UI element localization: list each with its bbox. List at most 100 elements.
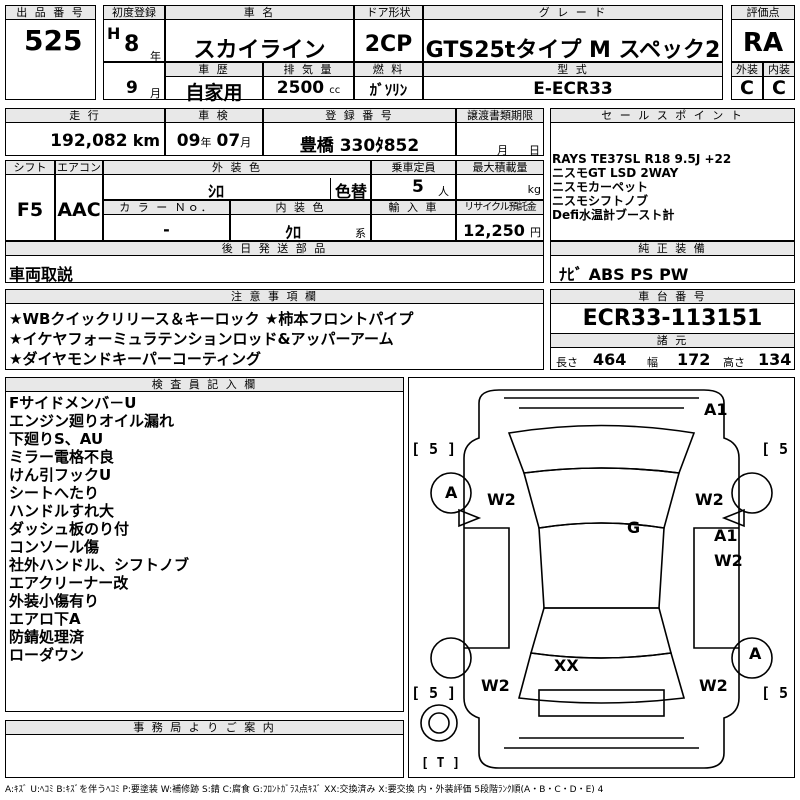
color-change: 色替	[330, 178, 367, 202]
plate-box: 登 録 番 号 豊橋 330ﾀ852	[263, 108, 456, 156]
mark-a1-right: A1	[714, 526, 738, 545]
right-door	[693, 527, 739, 649]
inspector-note-line: エアロ下A	[9, 610, 81, 628]
overall-score: RA	[742, 28, 784, 58]
mark-w2-front-right: W2	[695, 490, 724, 509]
mark-g-roof: G	[627, 518, 641, 537]
displacement-label: 排 気 量	[264, 63, 353, 77]
chassis-box: 車 台 番 号 ECR33-113151 諸 元 長さ 464 幅 172 高さ…	[550, 289, 795, 370]
mark-w2-rear-left: W2	[481, 676, 510, 695]
sales-point-item: RAYS TE37SL R18 9.5J +22	[552, 152, 732, 166]
era: H	[107, 24, 121, 43]
mirrors	[458, 508, 745, 528]
transfer-month-unit: 月	[497, 144, 508, 157]
mark-w2-right: W2	[714, 551, 743, 570]
aircon: AAC	[57, 199, 101, 221]
first-registration-box: 初度登録 H 8 年	[103, 5, 165, 63]
shift: F5	[16, 199, 44, 221]
height: 134	[758, 350, 792, 369]
mileage: 192,082	[50, 131, 128, 151]
inspector-note-line: 外装小傷有り	[9, 592, 100, 610]
year-unit: 年	[150, 50, 161, 63]
left-door	[464, 527, 510, 649]
grade-box: グ レ ー ド GTS25tタイプ M スペック2	[423, 5, 723, 63]
mark-a-rear-right: A	[749, 644, 762, 663]
inspector-label: 検 査 員 記 入 欄	[6, 378, 403, 392]
inspector-note-line: ミラー電格不良	[9, 448, 115, 466]
shift-label: シフト	[6, 161, 54, 175]
inspector-note-line: エンジン廻りオイル漏れ	[9, 412, 175, 430]
chassis-label: 車 台 番 号	[551, 290, 794, 304]
inspector-note-line: けん引フックU	[9, 466, 112, 484]
inspector-note-line: エアクリーナー改	[9, 574, 129, 592]
wheel-rl	[430, 637, 472, 679]
inspection-box: 車 検 09年 07月	[165, 108, 263, 156]
load-label: 最大積載量	[457, 161, 543, 175]
legend: A:ｷｽﾞ U:ﾍｺﾐ B:ｷｽﾞを伴うﾍｺﾐ P:要塗装 W:補修跡 S:錆 …	[5, 785, 604, 795]
color-no-box: カ ラ ー Ｎｏ． -	[103, 200, 230, 241]
spare-tire-inner	[428, 712, 450, 734]
plate-number: 豊橋 330ﾀ852	[299, 136, 420, 156]
inspection-label: 車 検	[166, 109, 262, 123]
import-box: 輸 入 車	[371, 200, 456, 241]
lot-number: 525	[24, 24, 83, 57]
chassis-number: ECR33-113151	[582, 306, 763, 331]
caution-line: ★イケヤフォーミュラテンションロッド&アッパーアーム	[9, 330, 394, 348]
load-box: 最大積載量 kg	[456, 160, 544, 200]
inspection-month-unit: 月	[240, 136, 252, 149]
displacement: 2500	[276, 78, 325, 98]
bracket-bottom-left: [ 5 ]	[411, 684, 457, 702]
recycle-label: リサイクル預託金	[457, 201, 543, 215]
specs-label: 諸 元	[551, 333, 794, 348]
first-reg-month-box: 9 月	[103, 62, 165, 100]
mark-a-front-left: A	[445, 483, 458, 502]
mileage-label: 走 行	[6, 109, 164, 123]
sales-point-item: ニスモGT LSD 2WAY	[552, 166, 679, 180]
interior-score: C	[772, 77, 786, 99]
width-label: 幅	[647, 356, 658, 369]
bracket-bottom-right: [ 5	[761, 684, 789, 702]
displacement-box: 排 気 量 2500 cc	[263, 62, 354, 100]
caution-notes: ★WBクイックリリース＆キーロック ★柿本フロントパイプ★イケヤフォーミュラテン…	[6, 304, 543, 369]
car-diagram-box: A1 A W2 W2 G A1 W2 XX A W2 W2 [ 5 ] [ 5 …	[408, 377, 795, 778]
inspection-year: 09	[176, 131, 201, 151]
door-box: ドア形状 2CP	[354, 5, 423, 62]
km-unit: km	[132, 131, 160, 150]
interior-score-box: 内装 C	[763, 62, 795, 100]
plate-label: 登 録 番 号	[264, 109, 455, 123]
later-parts: 車両取説	[9, 265, 74, 284]
inspector-note-line: Fサイドメンバ－U	[9, 394, 137, 412]
length-label: 長さ	[556, 356, 578, 369]
sales-points-label: セ ー ル ス ポ イ ン ト	[551, 109, 794, 123]
sales-point-item: ニスモシフトノブ	[552, 194, 649, 208]
front-bumper	[504, 397, 699, 409]
height-label: 高さ	[723, 356, 745, 369]
aircon-box: エアコン AAC	[55, 160, 103, 241]
inspector-note-line: ローダウン	[9, 646, 85, 664]
capacity: 5	[412, 177, 424, 197]
history: 自家用	[185, 82, 243, 104]
office-box: 事 務 局 よ り ご 案 内	[5, 720, 404, 778]
history-label: 車 歴	[166, 63, 262, 77]
first-reg-year: 8	[124, 32, 140, 57]
later-parts-label: 後 日 発 送 部 品	[6, 242, 543, 256]
ext-color-label: 外 装 色	[104, 161, 370, 175]
caution-box: 注 意 事 項 欄 ★WBクイックリリース＆キーロック ★柿本フロントパイプ★イ…	[5, 289, 544, 370]
model-code: E-ECR33	[533, 79, 613, 99]
body-outline	[463, 389, 740, 769]
door-type: 2CP	[364, 32, 413, 57]
yen-unit: 円	[530, 226, 541, 239]
grade: GTS25tタイプ M スペック2	[425, 38, 721, 63]
inspector-note-line: 社外ハンドル、シフトノブ	[9, 556, 190, 574]
interior-label: 内装	[764, 63, 794, 77]
wheel-rr	[731, 637, 773, 679]
fuel-box: 燃 料 ｶﾞｿﾘﾝ	[354, 62, 423, 100]
wheel-fl	[430, 472, 472, 514]
sales-point-item: Defi水温計ブースト計	[552, 208, 675, 222]
transfer-day-unit: 日	[529, 144, 540, 157]
exterior-score-box: 外装 C	[731, 62, 763, 100]
mark-xx-rear: XX	[554, 656, 579, 675]
trunk	[517, 652, 686, 704]
car-name-label: 車 名	[166, 6, 353, 20]
